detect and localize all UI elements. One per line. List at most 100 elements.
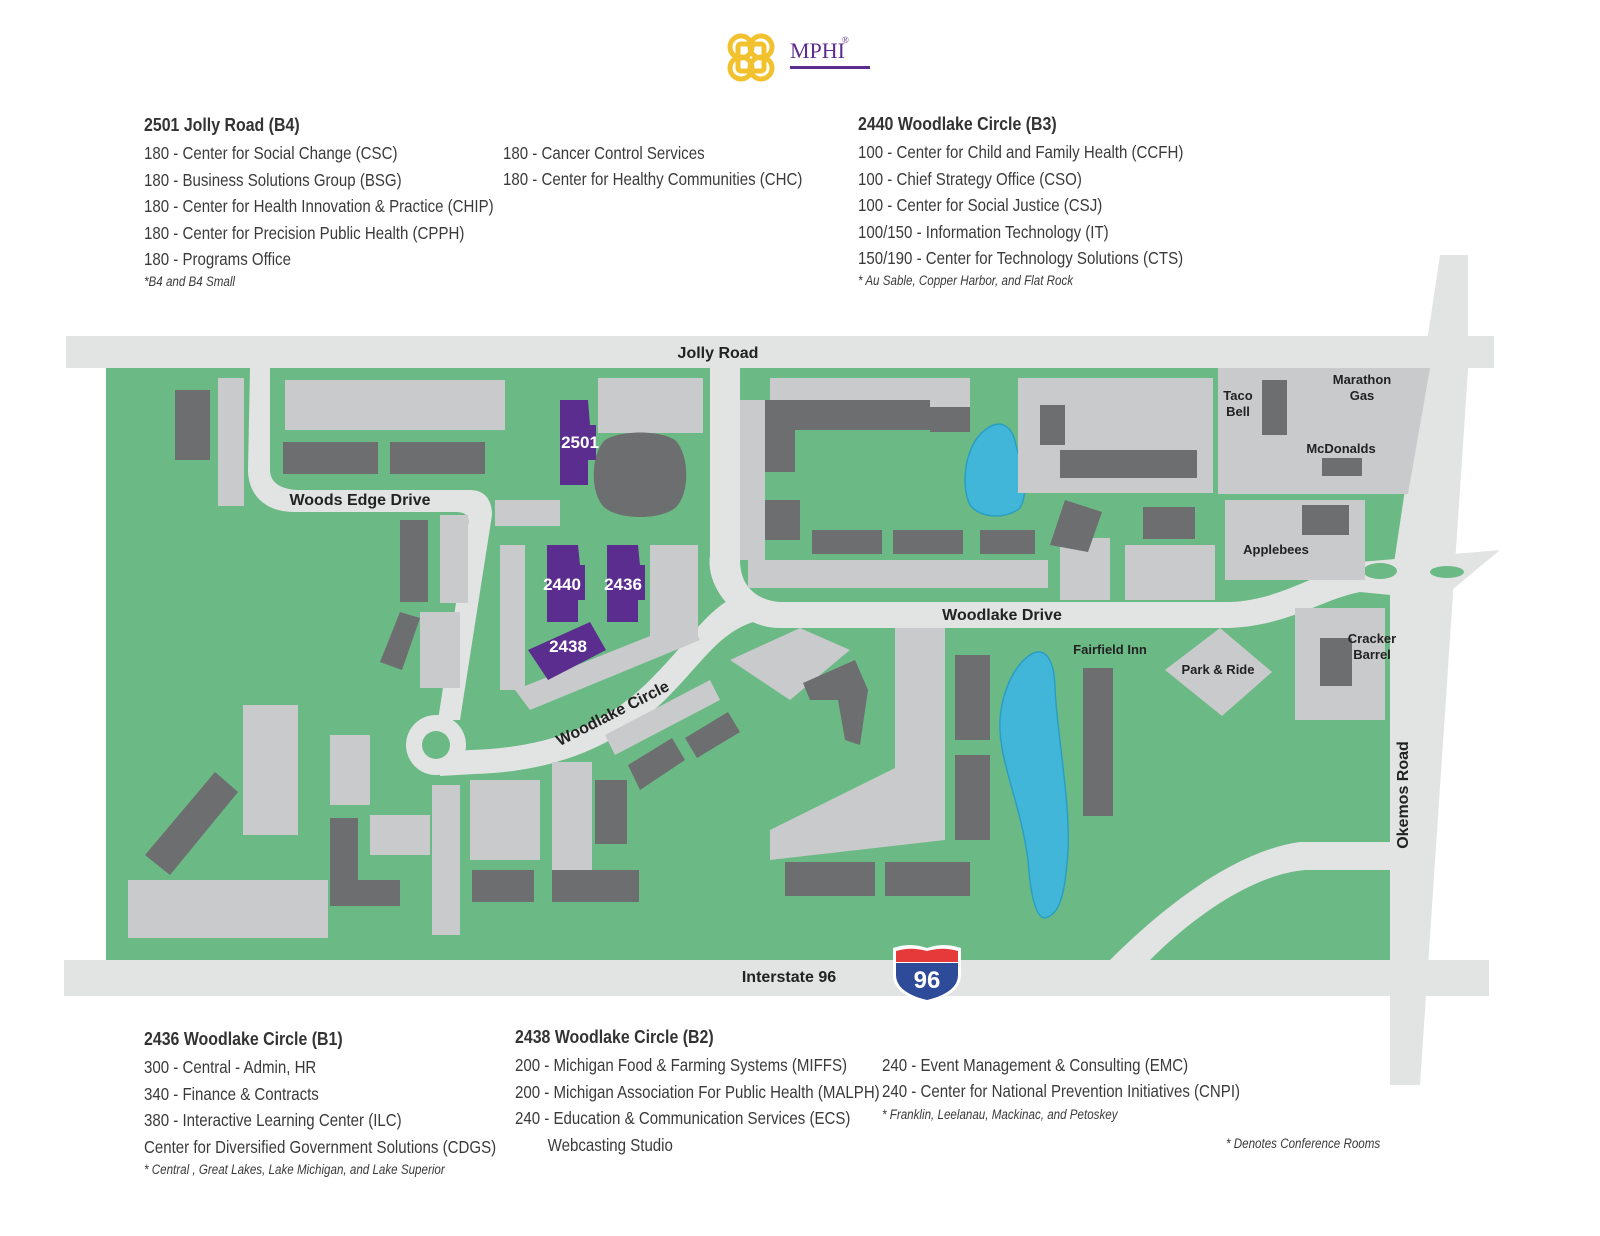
mphi-label-2501: 2501 bbox=[561, 433, 599, 452]
b2-line-indent: Webcasting Studio bbox=[547, 1134, 673, 1155]
building bbox=[1060, 450, 1197, 478]
building bbox=[730, 628, 850, 700]
building bbox=[748, 560, 1048, 588]
label-park-and-ride: Park & Ride bbox=[1182, 662, 1255, 677]
b2-line: 200 - Michigan Food & Farming Systems (M… bbox=[515, 1055, 848, 1076]
mphi-building-2440 bbox=[547, 545, 585, 622]
building bbox=[803, 660, 868, 745]
interstate-96-shield-icon: 96 bbox=[893, 945, 961, 1004]
label-fairfield-inn: Fairfield Inn bbox=[1073, 642, 1147, 657]
b2b-line: 240 - Center for National Prevention Ini… bbox=[882, 1081, 1241, 1102]
b3-line: 100 - Center for Social Justice (CSJ) bbox=[858, 195, 1103, 216]
b4-note: *B4 and B4 Small bbox=[144, 274, 235, 290]
building bbox=[595, 780, 627, 844]
label-okemos-road: Okemos Road bbox=[1395, 741, 1412, 849]
celtic-knot-icon bbox=[727, 33, 775, 82]
building bbox=[500, 545, 525, 690]
logo-registered-mark: ® bbox=[842, 35, 849, 45]
conference-room-note: * Denotes Conference Rooms bbox=[1226, 1136, 1381, 1151]
pond-north bbox=[964, 423, 1026, 517]
building bbox=[1320, 638, 1352, 686]
b1-line: 300 - Central - Admin, HR bbox=[144, 1057, 317, 1078]
b3-title: 2440 Woodlake Circle (B3) bbox=[858, 113, 1057, 134]
building-b3-directory: 2440 Woodlake Circle (B3) 100 - Center f… bbox=[858, 111, 1183, 291]
mphi-building-2436 bbox=[607, 545, 645, 622]
building bbox=[955, 655, 990, 740]
building bbox=[593, 432, 687, 517]
building bbox=[145, 772, 238, 875]
mphi-logo: MPHI ® bbox=[727, 30, 870, 90]
building bbox=[628, 738, 685, 790]
building bbox=[330, 735, 370, 805]
mphi-label-2438: 2438 bbox=[549, 637, 587, 656]
b1-line: 380 - Interactive Learning Center (ILC) bbox=[144, 1110, 402, 1131]
b2b-note: * Franklin, Leelanau, Mackinac, and Peto… bbox=[882, 1106, 1118, 1122]
building bbox=[420, 612, 460, 688]
b3-line: 100/150 - Information Technology (IT) bbox=[858, 221, 1109, 242]
building bbox=[685, 712, 740, 758]
median-island bbox=[1363, 563, 1397, 579]
interstate-96 bbox=[64, 960, 1489, 996]
highway-ramp bbox=[1110, 842, 1390, 960]
b4-line: 180 - Programs Office bbox=[144, 249, 291, 270]
b4-line: 180 - Center for Precision Public Health… bbox=[144, 222, 465, 243]
b2-line: 200 - Michigan Association For Public He… bbox=[515, 1081, 880, 1102]
building bbox=[980, 530, 1035, 554]
building bbox=[955, 755, 990, 840]
building bbox=[218, 378, 244, 506]
shield-number: 96 bbox=[914, 967, 941, 994]
building bbox=[128, 880, 328, 938]
building bbox=[930, 407, 970, 432]
building bbox=[1083, 668, 1113, 816]
building bbox=[598, 378, 703, 433]
label-interstate-96: Interstate 96 bbox=[742, 969, 836, 986]
building bbox=[432, 785, 460, 935]
pond-south bbox=[999, 651, 1069, 919]
building bbox=[380, 612, 420, 670]
building bbox=[330, 818, 400, 906]
logo-text: MPHI bbox=[790, 38, 846, 63]
building bbox=[285, 380, 505, 430]
building bbox=[1143, 507, 1195, 539]
building bbox=[770, 768, 945, 860]
legend-note: * Denotes Conference Rooms bbox=[1226, 1134, 1380, 1154]
label-woods-edge-drive: Woods Edge Drive bbox=[289, 492, 430, 509]
mphi-building-2438 bbox=[528, 622, 606, 680]
building bbox=[812, 530, 882, 554]
building bbox=[283, 442, 378, 474]
building bbox=[495, 500, 560, 526]
building bbox=[1125, 545, 1215, 600]
building bbox=[1262, 380, 1287, 435]
building bbox=[1050, 500, 1102, 552]
building bbox=[1322, 458, 1362, 476]
building bbox=[785, 862, 875, 896]
building-b4-directory-col2: 180 - Cancer Control Services 180 - Cent… bbox=[503, 140, 802, 193]
jolly-road bbox=[66, 336, 1494, 368]
building bbox=[605, 680, 720, 755]
b4-line: 180 - Center for Healthy Communities (CH… bbox=[503, 169, 803, 190]
b4-line: 180 - Center for Health Innovation & Pra… bbox=[144, 196, 494, 217]
building bbox=[893, 530, 963, 554]
mphi-label-2436: 2436 bbox=[604, 575, 642, 594]
label-applebees: Applebees bbox=[1243, 542, 1309, 557]
building bbox=[780, 400, 930, 430]
building bbox=[1040, 405, 1065, 445]
label-jolly-road: Jolly Road bbox=[678, 345, 759, 362]
building bbox=[515, 620, 700, 710]
median-island bbox=[1430, 566, 1464, 578]
building bbox=[552, 870, 639, 902]
woodlake-drive bbox=[709, 368, 1500, 628]
b3-line: 100 - Chief Strategy Office (CSO) bbox=[858, 168, 1082, 189]
building bbox=[400, 520, 428, 602]
building bbox=[765, 500, 800, 540]
label-mcdonalds: McDonalds bbox=[1306, 441, 1375, 456]
building bbox=[175, 390, 210, 460]
building bbox=[740, 400, 765, 560]
b2-line: 240 - Education & Communication Services… bbox=[515, 1108, 851, 1129]
mphi-label-2440: 2440 bbox=[543, 575, 581, 594]
building bbox=[440, 515, 468, 603]
